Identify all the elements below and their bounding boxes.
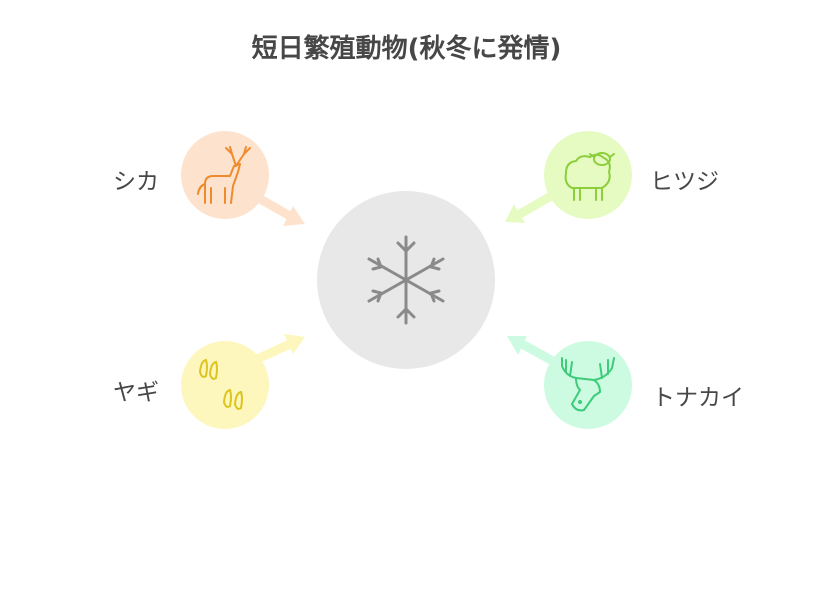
moose-icon <box>561 357 615 412</box>
label-reindeer: トナカイ <box>652 385 744 411</box>
hoofprints-icon <box>198 358 243 410</box>
arrow-deer <box>250 191 305 226</box>
diagram-title: 短日繁殖動物(秋冬に発情) <box>251 34 562 64</box>
deer-icon <box>197 146 251 204</box>
label-deer: シカ <box>113 169 159 195</box>
label-goat: ヤギ <box>113 380 159 406</box>
sheep-icon <box>564 152 615 201</box>
sheep-circle <box>544 131 632 219</box>
arrow-reindeer <box>507 336 556 365</box>
reindeer-circle <box>544 341 632 429</box>
label-sheep: ヒツジ <box>650 169 719 195</box>
goat-circle <box>181 341 269 429</box>
arrow-sheep <box>505 191 556 223</box>
arrow-goat <box>250 334 305 365</box>
snowflake-icon <box>367 235 445 325</box>
